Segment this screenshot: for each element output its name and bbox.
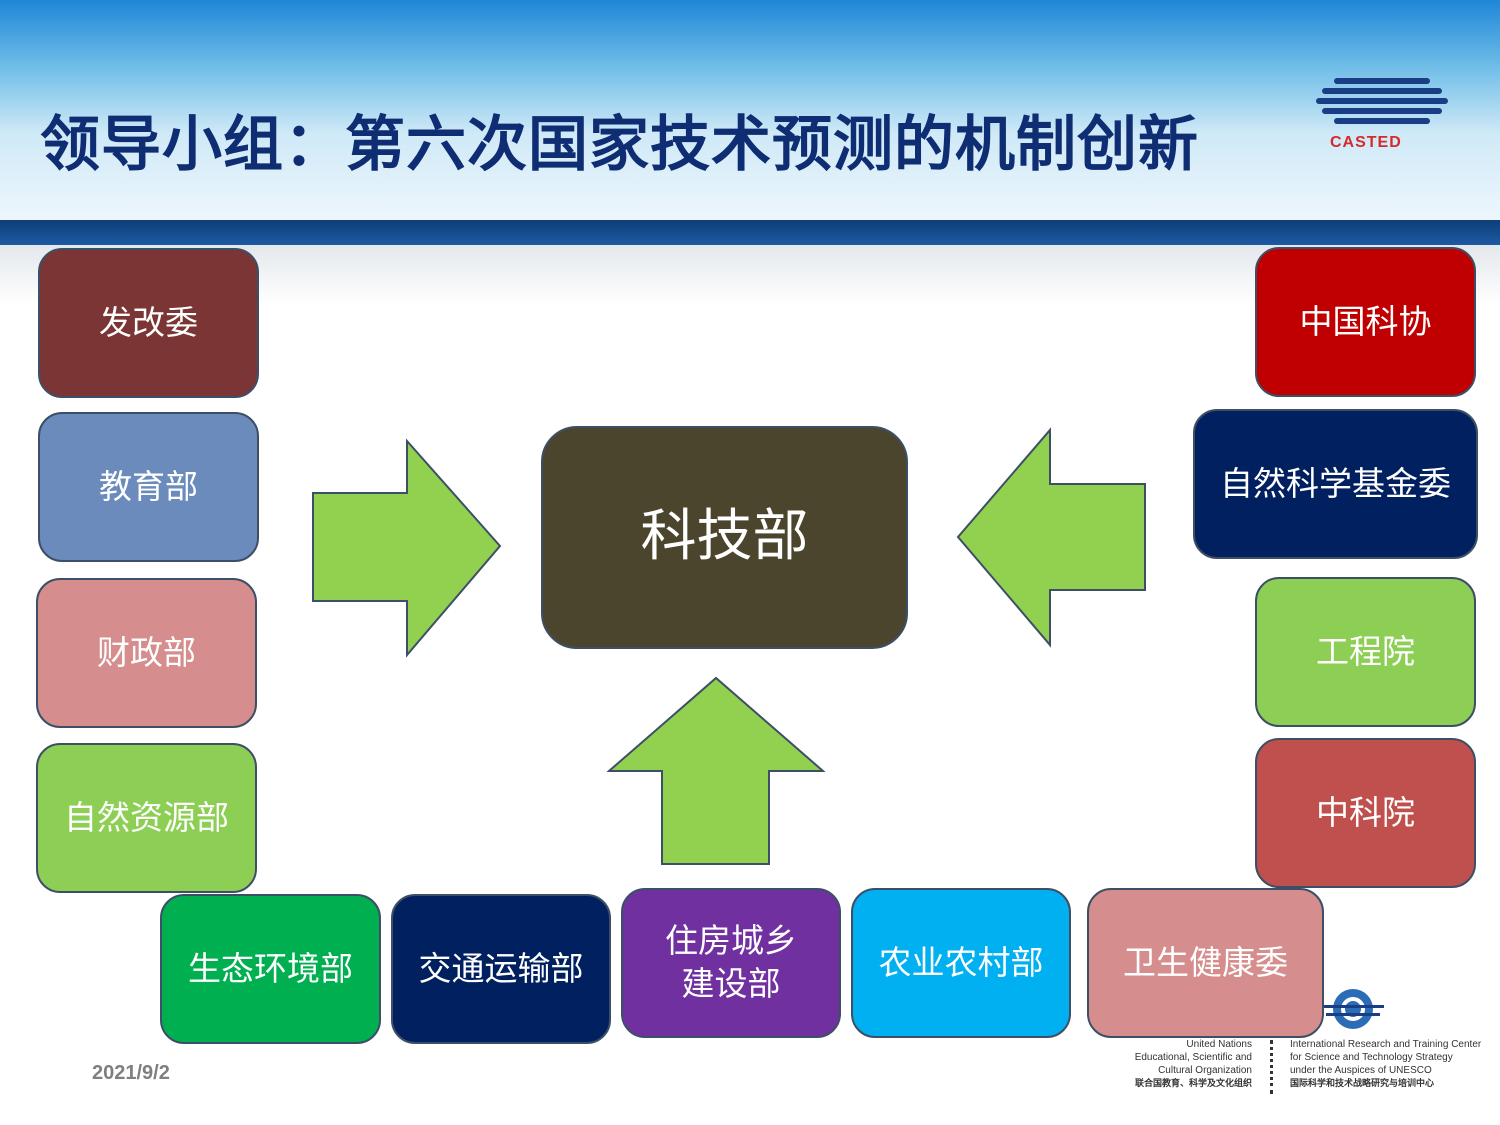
center-box-label: 科技部 <box>640 504 809 570</box>
center-line: under the Auspices of UNESCO <box>1290 1065 1432 1076</box>
box-label: 中国科协 <box>1299 301 1432 341</box>
box-label: 自然资源部 <box>64 797 229 837</box>
box-zhongguokexie: 中国科协 <box>1255 247 1476 397</box>
box-caizhengbu: 财政部 <box>36 578 257 728</box>
box-label: 农业农村部 <box>878 942 1044 982</box>
page-title: 领导小组：第六次国家技术预测的机制创新 <box>40 110 1199 180</box>
header-divider <box>0 220 1500 245</box>
slide-date: 2021/9/2 <box>92 1062 170 1084</box>
box-label: 自然科学基金委 <box>1220 463 1451 503</box>
box-label: 交通运输部 <box>418 948 584 988</box>
header-band <box>0 0 1500 222</box>
box-zhongkeyuan: 中科院 <box>1255 738 1476 888</box>
box-zirankexuejijinwei: 自然科学基金委 <box>1193 409 1478 559</box>
box-label: 工程院 <box>1316 631 1415 671</box>
footer-divider <box>1270 1040 1273 1094</box>
casted-logo-icon <box>1316 78 1448 124</box>
box-label: 住房城乡 建设部 <box>665 921 797 1003</box>
unesco-line: 联合国教育、科学及文化组织 <box>1134 1078 1252 1088</box>
box-ziranziyuanbu: 自然资源部 <box>36 743 257 893</box>
unesco-line: Cultural Organization <box>1158 1065 1252 1076</box>
box-label: 中科院 <box>1316 792 1415 832</box>
unesco-line: United Nations <box>1186 1039 1252 1050</box>
box-label: 卫生健康委 <box>1123 942 1288 982</box>
right-arrow-icon <box>312 438 502 658</box>
box-label: 教育部 <box>99 466 198 506</box>
box-label: 财政部 <box>97 632 196 672</box>
center-text: International Research and Training Cent… <box>1290 1038 1500 1090</box>
box-weishengjiankangwei: 卫生健康委 <box>1087 888 1324 1038</box>
globe-logo-icon <box>1322 989 1384 1029</box>
box-gongchengyuan: 工程院 <box>1255 577 1476 727</box>
box-shengtaihuanjingbu: 生态环境部 <box>160 894 381 1044</box>
unesco-line: Educational, Scientific and <box>1134 1052 1252 1063</box>
box-label: 发改委 <box>99 302 198 342</box>
center-line: 国际科学和技术战略研究与培训中心 <box>1290 1078 1435 1088</box>
casted-logo-text: CASTED <box>1330 134 1402 151</box>
box-label: 生态环境部 <box>188 948 353 988</box>
up-arrow-icon <box>606 676 826 865</box>
box-nongyenongcunbu: 农业农村部 <box>851 888 1071 1038</box>
box-jiaotongyunshubu: 交通运输部 <box>391 894 611 1044</box>
box-fagaiwei: 发改委 <box>38 248 259 398</box>
center-box-ministry-of-science: 科技部 <box>541 426 908 649</box>
center-line: for Science and Technology Strategy <box>1290 1052 1453 1063</box>
box-zhufangchengxiang: 住房城乡 建设部 <box>621 888 841 1038</box>
unesco-text: United Nations Educational, Scientific a… <box>1100 1038 1252 1090</box>
left-arrow-icon <box>956 427 1146 648</box>
center-line: International Research and Training Cent… <box>1290 1039 1482 1050</box>
box-jiaoyubu: 教育部 <box>38 412 259 562</box>
